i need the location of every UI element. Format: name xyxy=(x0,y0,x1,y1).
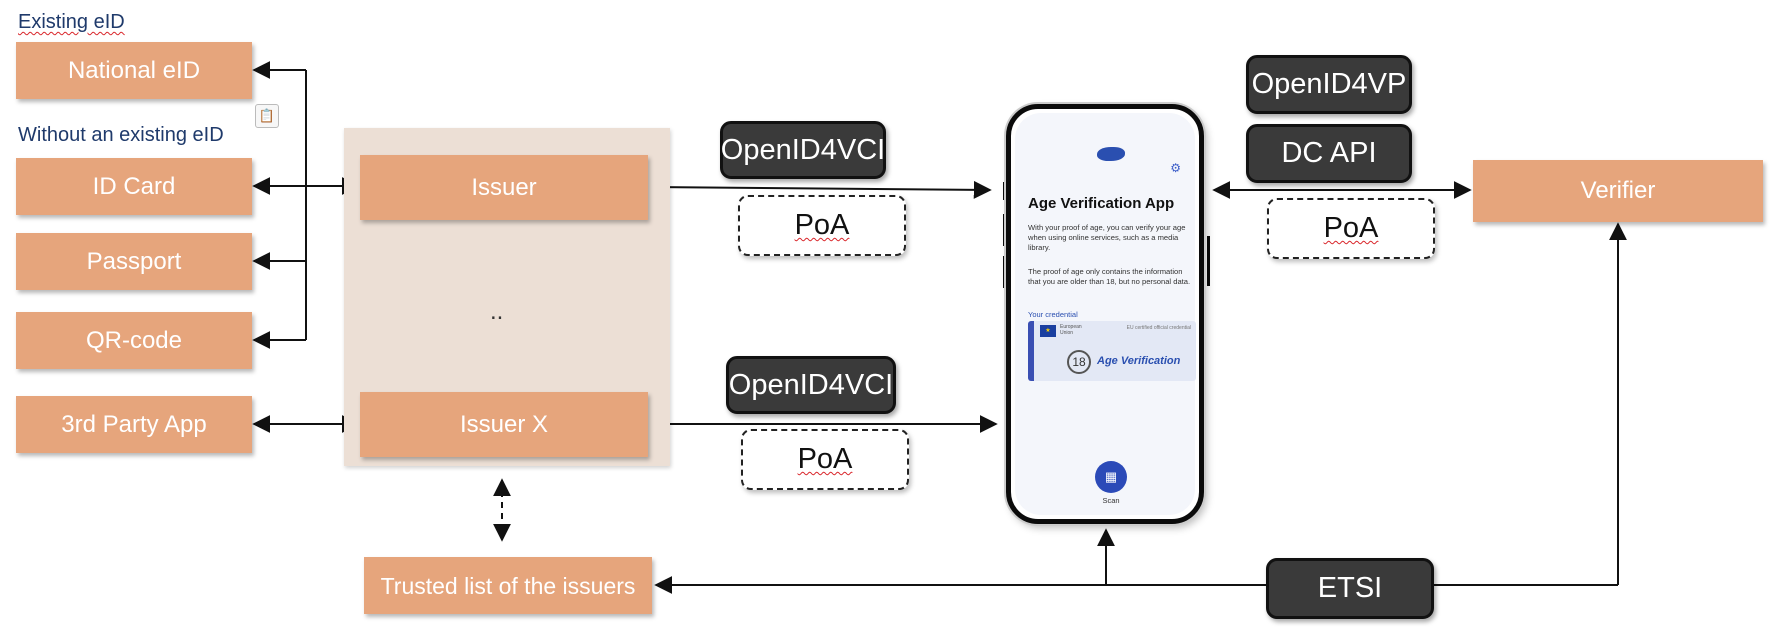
age-18-icon: 18 xyxy=(1067,350,1091,374)
scan-label: Scan xyxy=(1102,496,1120,505)
openid4vci-bottom-box: OpenID4VCI xyxy=(726,356,896,414)
poa-right-box: PoA xyxy=(1267,198,1435,259)
credential-card[interactable]: ★ European Union EU certified official c… xyxy=(1028,321,1196,381)
issuer-ellipsis: .. xyxy=(490,298,504,325)
etsi-box: ETSI xyxy=(1266,558,1434,619)
phone-mockup: ⚙ Age Verification App With your proof o… xyxy=(1006,104,1204,524)
phone-side-button xyxy=(1003,214,1006,246)
phone-screen: ⚙ Age Verification App With your proof o… xyxy=(1015,113,1196,515)
poa-bottom-box: PoA xyxy=(741,429,909,490)
qr-scan-icon: ▦ xyxy=(1104,469,1118,484)
phone-intro-text: With your proof of age, you can verify y… xyxy=(1028,223,1186,252)
existing-eid-label: Existing eID xyxy=(18,11,125,34)
openid4vci-top-box: OpenID4VCI xyxy=(720,121,886,179)
issuer-box: Issuer xyxy=(360,155,648,220)
phone-power-button xyxy=(1207,236,1210,286)
existing-eid-text: Existing eID xyxy=(18,11,125,33)
dc-api-box: DC API xyxy=(1246,124,1412,183)
poa-top-text: PoA xyxy=(794,209,850,241)
eu-logo-icon xyxy=(1097,147,1125,161)
phone-side-button xyxy=(1003,256,1006,288)
openid4vp-box: OpenID4VP xyxy=(1246,55,1412,114)
without-eid-label: Without an existing eID xyxy=(18,124,224,146)
phone-info-text: The proof of age only contains the infor… xyxy=(1028,267,1191,286)
national-eid-box: National eID xyxy=(16,42,252,99)
poa-top-box: PoA xyxy=(738,195,906,256)
trusted-list-box: Trusted list of the issuers xyxy=(364,557,652,614)
card-certified-text: EU certified official credential xyxy=(1126,325,1191,331)
gear-icon[interactable]: ⚙ xyxy=(1170,161,1181,175)
qr-code-box: QR-code xyxy=(16,312,252,369)
poa-right-text: PoA xyxy=(1323,212,1379,244)
clipboard-icon[interactable]: 📋 xyxy=(255,104,279,128)
phone-app-title: Age Verification App xyxy=(1028,195,1175,212)
eu-flag-icon: ★ xyxy=(1040,325,1056,337)
third-party-app-box: 3rd Party App xyxy=(16,396,252,453)
phone-side-button xyxy=(1003,182,1006,200)
verifier-box: Verifier xyxy=(1473,160,1763,222)
poa-bottom-text: PoA xyxy=(797,443,853,475)
issuer-x-box: Issuer X xyxy=(360,392,648,457)
passport-box: Passport xyxy=(16,233,252,290)
id-card-box: ID Card xyxy=(16,158,252,215)
scan-button[interactable]: ▦ xyxy=(1095,461,1127,493)
card-title: Age Verification xyxy=(1097,355,1181,367)
credential-label: Your credential xyxy=(1028,310,1078,319)
card-union-text: European Union xyxy=(1060,324,1082,336)
arrow-issuer-phone xyxy=(648,178,992,199)
